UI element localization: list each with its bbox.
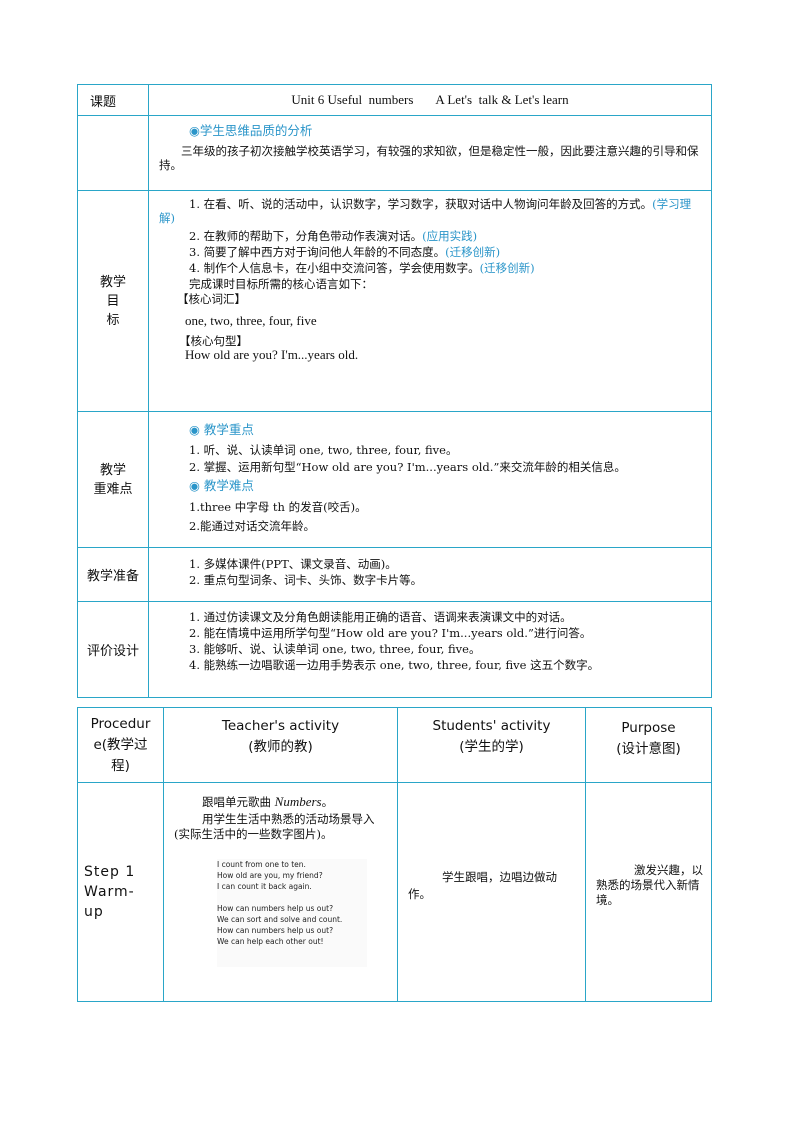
core-language-intro: 完成课时目标所需的核心语言如下： bbox=[189, 277, 373, 291]
teacher-activity-header: Teacher's activity (教师的教) bbox=[163, 707, 398, 783]
step-row: Step 1 Warm- up 跟唱单元歌曲 Numbers。 用学生生活中熟悉… bbox=[77, 782, 712, 1002]
topic-value: Unit 6 Useful numbers A Let's talk & Let… bbox=[148, 84, 712, 116]
lesson-plan-table: 课题 Unit 6 Useful numbers A Let's talk & … bbox=[77, 84, 712, 698]
assessment-label: 评价设计 bbox=[77, 601, 149, 698]
prep-item-2: 2. 重点句型词条、词卡、头饰、数字卡片等。 bbox=[189, 573, 423, 587]
assessment-item-1: 1. 通过仿读课文及分角色朗读能用正确的语音、语调来表演课文中的对话。 bbox=[189, 610, 572, 624]
teacher-activity-para-2: 用学生生活中熟悉的活动场景导入(实际生活中的一些数字图片)。 bbox=[174, 812, 375, 841]
purpose-cell: 激发兴趣，以熟悉的场景代入新情境。 bbox=[585, 782, 712, 1002]
analysis-heading: ◉学生思维品质的分析 bbox=[189, 123, 313, 138]
objective-2: 2. 在教师的帮助下，分角色带动作表演对话。(应用实践) bbox=[189, 229, 478, 243]
students-activity-cell: 学生跟唱，边唱边做动作。 bbox=[397, 782, 586, 1002]
key-points-cell: ◉ 教学重点 1. 听、说、认读单词 one, two, three, four… bbox=[148, 411, 712, 548]
objective-1: 1. 在看、听、说的活动中，认识数字，学习数字，获取对话中人物询问年龄及回答的方… bbox=[159, 197, 692, 225]
difficulty-heading: ◉ 教学难点 bbox=[189, 478, 254, 493]
vocab-list: one, two, three, four, five bbox=[185, 313, 317, 328]
prep-label: 教学准备 bbox=[77, 547, 149, 602]
sentence-heading: 【核心句型】 bbox=[179, 334, 248, 348]
students-activity-header: Students' activity (学生的学) bbox=[397, 707, 586, 783]
topic-row: 课题 Unit 6 Useful numbers A Let's talk & … bbox=[77, 84, 712, 116]
prep-item-1: 1. 多媒体课件(PPT、课文录音、动画)。 bbox=[189, 557, 397, 571]
purpose-header: Purpose (设计意图) bbox=[585, 707, 712, 783]
students-activity-text: 学生跟唱，边唱边做动作。 bbox=[408, 870, 557, 901]
objective-4: 4. 制作个人信息卡，在小组中交流问答，学会使用数字。(迁移创新) bbox=[189, 261, 535, 275]
assessment-cell: 1. 通过仿读课文及分角色朗读能用正确的语音、语调来表演课文中的对话。 2. 能… bbox=[148, 601, 712, 698]
key-points-label: 教学 重难点 bbox=[77, 411, 149, 548]
procedure-header: Procedur e(教学过 程) bbox=[77, 707, 164, 783]
objectives-label: 教学 目 标 bbox=[77, 190, 149, 412]
teacher-activity-line-1: 跟唱单元歌曲 Numbers。 bbox=[202, 794, 334, 810]
procedure-table: Procedur e(教学过 程) Teacher's activity (教师… bbox=[77, 707, 712, 1002]
analysis-text: 三年级的孩子初次接触学校英语学习，有较强的求知欲，但是稳定性一般，因此要注意兴趣… bbox=[159, 144, 699, 172]
assessment-item-4: 4. 能熟练一边唱歌谣一边用手势表示 one, two, three, four… bbox=[189, 658, 600, 672]
key-points-row: 教学 重难点 ◉ 教学重点 1. 听、说、认读单词 one, two, thre… bbox=[77, 411, 712, 548]
analysis-row: ◉学生思维品质的分析 三年级的孩子初次接触学校英语学习，有较强的求知欲，但是稳定… bbox=[77, 115, 712, 191]
assessment-row: 评价设计 1. 通过仿读课文及分角色朗读能用正确的语音、语调来表演课文中的对话。… bbox=[77, 601, 712, 698]
objectives-row: 教学 目 标 1. 在看、听、说的活动中，认识数字，学习数字，获取对话中人物询问… bbox=[77, 190, 712, 412]
step-label: Step 1 Warm- up bbox=[77, 782, 164, 1002]
vocab-heading: 【核心词汇】 bbox=[177, 292, 246, 306]
difficulty-1: 1.three 中字母 th 的发音(咬舌)。 bbox=[189, 500, 367, 514]
prep-row: 教学准备 1. 多媒体课件(PPT、课文录音、动画)。 2. 重点句型词条、词卡… bbox=[77, 547, 712, 602]
purpose-text: 激发兴趣，以熟悉的场景代入新情境。 bbox=[596, 863, 703, 907]
objectives-cell: 1. 在看、听、说的活动中，认识数字，学习数字，获取对话中人物询问年龄及回答的方… bbox=[148, 190, 712, 412]
topic-label: 课题 bbox=[77, 84, 149, 116]
focus-heading: ◉ 教学重点 bbox=[189, 422, 254, 437]
difficulty-2: 2.能通过对话交流年龄。 bbox=[189, 519, 315, 533]
focus-1: 1. 听、说、认读单词 one, two, three, four, five。 bbox=[189, 443, 458, 457]
assessment-item-2: 2. 能在情境中运用所学句型“How old are you? I'm...ye… bbox=[189, 626, 592, 640]
prep-cell: 1. 多媒体课件(PPT、课文录音、动画)。 2. 重点句型词条、词卡、头饰、数… bbox=[148, 547, 712, 602]
assessment-item-3: 3. 能够听、说、认读单词 one, two, three, four, fiv… bbox=[189, 642, 481, 656]
procedure-header-row: Procedur e(教学过 程) Teacher's activity (教师… bbox=[77, 707, 712, 783]
sentence-pattern: How old are you? I'm...years old. bbox=[185, 347, 359, 362]
analysis-label-cell bbox=[77, 115, 149, 191]
focus-2: 2. 掌握、运用新句型“How old are you? I'm...years… bbox=[189, 460, 626, 474]
analysis-cell: ◉学生思维品质的分析 三年级的孩子初次接触学校英语学习，有较强的求知欲，但是稳定… bbox=[148, 115, 712, 191]
teacher-activity-cell: 跟唱单元歌曲 Numbers。 用学生生活中熟悉的活动场景导入(实际生活中的一些… bbox=[163, 782, 398, 1002]
song-lyrics-image: I count from one to ten. How old are you… bbox=[217, 859, 367, 967]
objective-3: 3. 简要了解中西方对于询问他人年龄的不同态度。(迁移创新) bbox=[189, 245, 501, 259]
